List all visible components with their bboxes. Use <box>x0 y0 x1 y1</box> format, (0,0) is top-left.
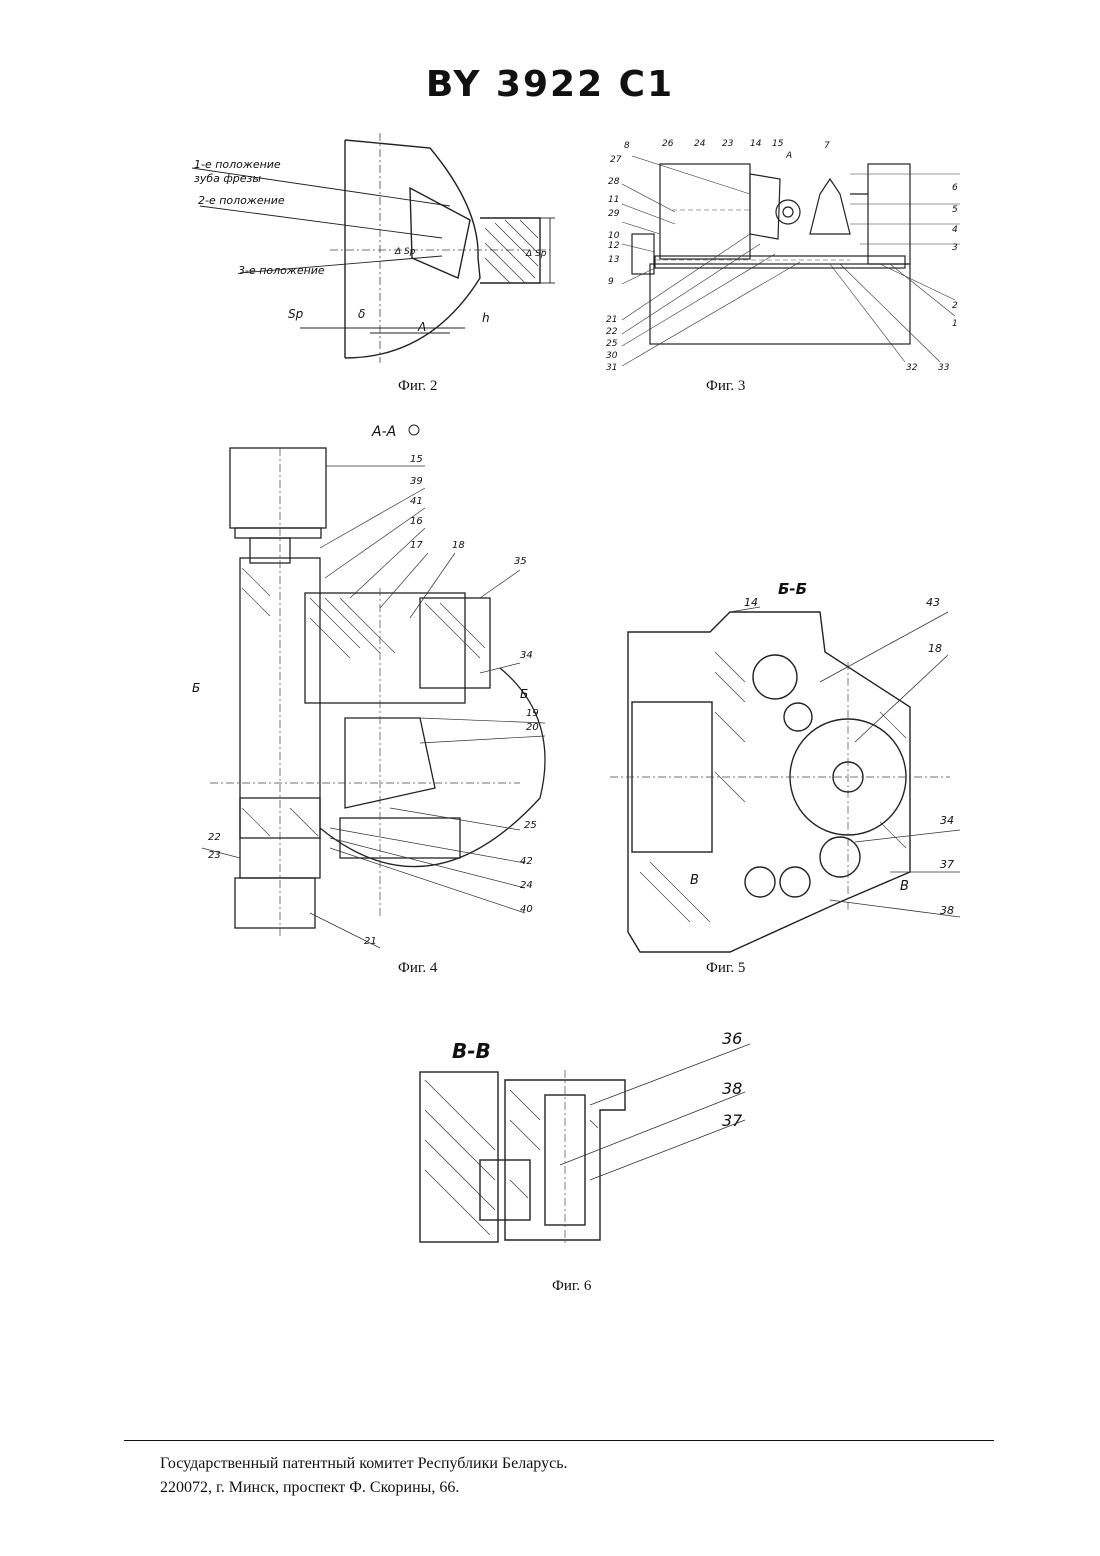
fig2-label-h: h <box>482 311 490 325</box>
fig4-label-15: 15 <box>410 454 423 465</box>
fig4-label-b-right: Б <box>520 687 528 701</box>
fig3-label-31: 31 <box>606 363 617 373</box>
figure-2-caption: Фиг. 2 <box>398 378 437 395</box>
figure-4-drawing: А-А 15 39 41 16 17 18 35 <box>180 418 560 958</box>
figure-3-caption: Фиг. 3 <box>706 378 745 395</box>
fig4-label-35: 35 <box>514 556 527 567</box>
fig6-label-38: 38 <box>722 1079 742 1098</box>
fig3-label-a: A <box>785 151 792 161</box>
fig5-label-14: 14 <box>744 596 758 609</box>
fig4-section-label: А-А <box>371 424 396 440</box>
fig3-label-28: 28 <box>608 177 620 187</box>
figure-4-caption: Фиг. 4 <box>398 960 437 977</box>
fig2-label-delta: δ <box>358 307 365 321</box>
fig5-label-37: 37 <box>940 858 954 871</box>
fig3-label-1: 1 <box>952 319 958 329</box>
fig2-label-delta-sp-side: Δ Sp <box>525 249 547 259</box>
fig3-label-25: 25 <box>606 339 618 349</box>
fig5-label-43: 43 <box>926 596 940 609</box>
fig4-label-18: 18 <box>452 540 465 551</box>
figure-5-caption: Фиг. 5 <box>706 960 745 977</box>
fig4-label-16: 16 <box>410 516 423 527</box>
fig3-label-8: 8 <box>624 141 630 151</box>
fig3-label-32: 32 <box>906 363 918 373</box>
fig6-label-37: 37 <box>722 1111 743 1130</box>
fig3-label-27: 27 <box>610 155 622 165</box>
fig5-label-v-right: В <box>900 879 909 894</box>
fig4-label-40: 40 <box>520 904 533 915</box>
fig3-label-23: 23 <box>722 139 734 149</box>
fig4-label-41: 41 <box>410 496 423 507</box>
fig3-label-5: 5 <box>952 205 958 215</box>
footer: Государственный патентный комитет Респуб… <box>160 1452 568 1500</box>
fig3-label-33: 33 <box>938 363 950 373</box>
fig3-label-2: 2 <box>952 301 958 311</box>
fig2-label-tooth: зуба фрезы <box>194 172 261 185</box>
fig5-label-18: 18 <box>928 642 942 655</box>
figure-2-drawing: 1-е положение зуба фрезы 2-е положение 3… <box>180 128 560 368</box>
fig4-label-24: 24 <box>520 880 533 891</box>
fig5-section-label: Б-Б <box>778 580 807 598</box>
fig3-label-24: 24 <box>694 139 706 149</box>
fig3-label-9: 9 <box>608 277 614 287</box>
fig3-label-4: 4 <box>952 225 958 235</box>
fig3-label-29: 29 <box>608 209 620 219</box>
fig4-label-19: 19 <box>526 708 539 719</box>
footer-address: 220072, г. Минск, проспект Ф. Скорины, 6… <box>160 1476 568 1500</box>
fig2-label-position3: 3-е положение <box>238 264 325 277</box>
fig6-section-label: В-В <box>452 1039 491 1063</box>
fig4-label-20: 20 <box>526 722 539 733</box>
figure-3-drawing: 8 26 24 23 14 15 A 7 27 28 11 29 10 12 1… <box>600 134 970 374</box>
fig3-label-22: 22 <box>606 327 618 337</box>
fig3-label-14: 14 <box>750 139 762 149</box>
fig3-label-7: 7 <box>824 141 830 151</box>
fig3-label-15: 15 <box>772 139 784 149</box>
fig4-label-39: 39 <box>410 476 423 487</box>
fig6-label-36: 36 <box>722 1030 742 1048</box>
figure-6-drawing: В-В 36 38 37 <box>410 1030 790 1250</box>
fig5-label-v-left: В <box>690 873 699 888</box>
footer-organization: Государственный патентный комитет Респуб… <box>160 1452 568 1476</box>
fig4-label-b-left: Б <box>192 681 200 695</box>
fig3-label-21: 21 <box>606 315 617 325</box>
fig2-label-position1: 1-е положение <box>194 158 281 171</box>
fig5-label-38: 38 <box>940 904 954 917</box>
fig4-label-21: 21 <box>364 936 377 947</box>
fig2-label-position2: 2-е положение <box>198 194 285 207</box>
fig3-label-26: 26 <box>662 139 674 149</box>
figure-5-drawing: Б-Б 14 43 18 34 37 38 В В <box>610 572 970 962</box>
fig4-label-25: 25 <box>524 820 537 831</box>
fig3-label-11: 11 <box>608 195 619 205</box>
fig3-label-10: 10 <box>608 231 620 241</box>
fig3-label-12: 12 <box>608 241 620 251</box>
fig5-label-34: 34 <box>940 814 954 827</box>
fig3-label-30: 30 <box>606 351 618 361</box>
fig4-label-23: 23 <box>208 850 221 861</box>
fig4-label-17: 17 <box>410 540 423 551</box>
figure-6-caption: Фиг. 6 <box>552 1278 591 1295</box>
fig4-label-22: 22 <box>208 832 221 843</box>
fig4-label-34: 34 <box>520 650 533 661</box>
patent-number-title: BY 3922 C1 <box>0 64 1100 105</box>
footer-divider <box>124 1440 994 1441</box>
fig2-label-delta-sp: Δ Sp <box>394 247 416 257</box>
fig3-label-6: 6 <box>952 183 958 193</box>
fig2-label-a: A <box>417 320 426 334</box>
fig3-label-3: 3 <box>952 243 958 253</box>
fig4-label-42: 42 <box>520 856 533 867</box>
fig2-label-sp: Sp <box>288 307 304 321</box>
fig3-label-13: 13 <box>608 255 620 265</box>
